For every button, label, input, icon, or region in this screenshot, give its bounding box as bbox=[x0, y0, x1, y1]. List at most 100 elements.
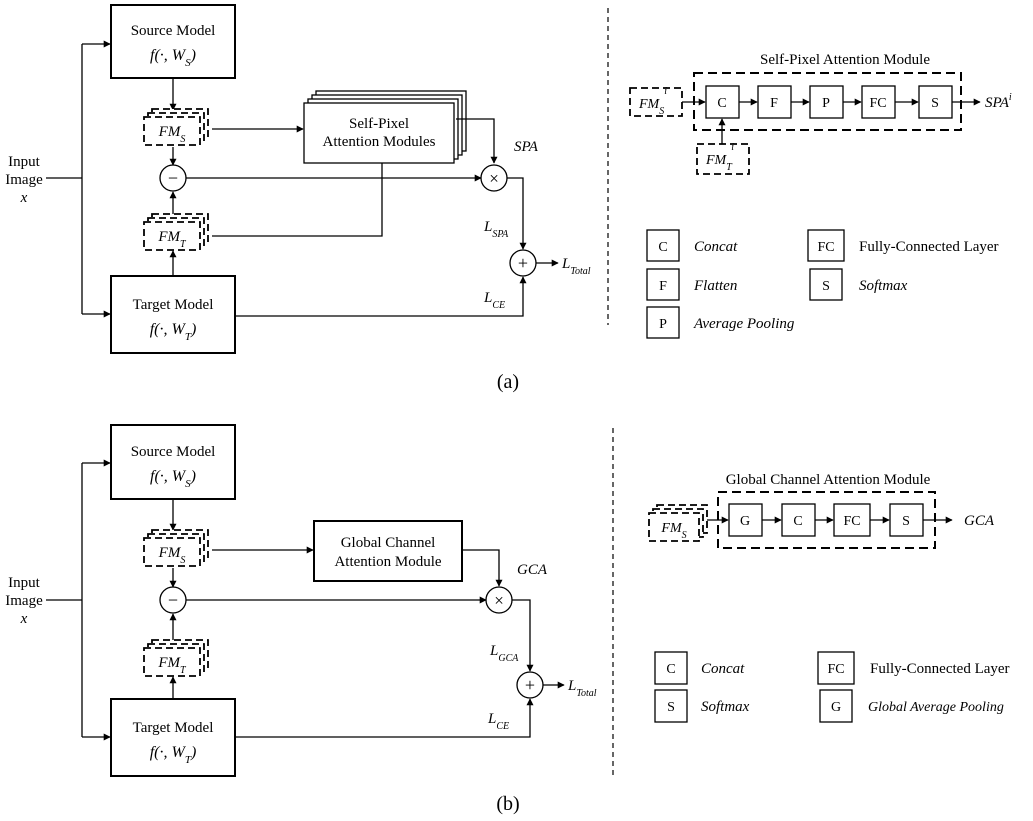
spa-block-f-label: F bbox=[770, 96, 778, 111]
spa-module-detail: Self-Pixel Attention Module FMSi C F P F… bbox=[629, 52, 1012, 175]
gca-block-g bbox=[728, 503, 763, 537]
gca-block-c-label: C bbox=[793, 514, 802, 529]
target-model-name: Target Model bbox=[133, 720, 214, 736]
gca-block-g-label: G bbox=[740, 514, 750, 529]
legend-b-symbol-s: S bbox=[667, 700, 675, 715]
target-model-name: Target Model bbox=[133, 297, 214, 313]
spa-input-target bbox=[696, 143, 750, 175]
spa-output-text: SPAi bbox=[985, 92, 1012, 111]
input-label-line-3: x bbox=[20, 190, 28, 206]
panel-b: Input Image x Source Model f(·, WS) FMS … bbox=[5, 424, 1010, 815]
legend-a-box-fc bbox=[807, 229, 845, 262]
source-model-box bbox=[110, 424, 236, 500]
legend-a-box-s bbox=[809, 268, 843, 301]
spa-block-p-label: P bbox=[822, 96, 830, 111]
legend-b-symbol-c: C bbox=[666, 662, 675, 677]
fm-target-to-attention-arrow bbox=[212, 156, 386, 237]
legend-a-symbol-c: C bbox=[658, 240, 667, 255]
source-model-name: Source Model bbox=[131, 444, 216, 460]
fm-source-label: FMS bbox=[158, 545, 186, 566]
input-label-line-2: Image bbox=[5, 172, 43, 188]
input-label-line-1: Input bbox=[8, 575, 40, 591]
legend-a-label-concat: Concat bbox=[694, 239, 738, 255]
attention-to-multiply-arrow bbox=[456, 118, 498, 164]
gca-output-text: GCA bbox=[964, 513, 995, 529]
input-label-line-1: Input bbox=[8, 154, 40, 170]
loss-gca-label: LGCA bbox=[489, 643, 519, 664]
multiply-symbol: × bbox=[489, 169, 499, 188]
fm-source-label: FMS bbox=[158, 124, 186, 145]
gca-block-c bbox=[781, 503, 816, 537]
multiply-symbol: × bbox=[494, 591, 504, 610]
source-model-name: Source Model bbox=[131, 23, 216, 39]
gca-module-detail: Global Channel Attention Module FMS G C … bbox=[648, 472, 995, 549]
source-model-box bbox=[110, 4, 236, 79]
legend-a: C Concat F Flatten P Average Pooling FC … bbox=[646, 229, 999, 339]
attention-modules-label-1: Self-Pixel bbox=[349, 116, 409, 132]
legend-b-symbol-fc: FC bbox=[827, 662, 844, 677]
legend-b-label-fc: Fully-Connected Layer bbox=[870, 661, 1010, 677]
gca-block-fc bbox=[833, 503, 871, 537]
input-label-line-3: x bbox=[20, 611, 28, 627]
fm-target-label: FMT bbox=[157, 229, 187, 250]
spa-module-title: Self-Pixel Attention Module bbox=[760, 52, 930, 68]
legend-b-box-c bbox=[654, 651, 688, 685]
target-to-add-arrow bbox=[235, 276, 527, 317]
subtract-symbol: − bbox=[168, 590, 178, 610]
fm-target-stack: FMT bbox=[143, 213, 209, 251]
caption-a: (a) bbox=[497, 371, 519, 393]
spa-block-s bbox=[918, 85, 953, 119]
legend-a-symbol-fc: FC bbox=[817, 240, 834, 255]
legend-b: C Concat S Softmax FC Fully-Connected La… bbox=[654, 651, 1010, 723]
legend-a-box-f bbox=[646, 268, 680, 301]
legend-a-symbol-f: F bbox=[659, 279, 667, 294]
legend-b-box-s bbox=[654, 689, 688, 723]
gca-input-stack-front bbox=[648, 512, 700, 542]
fm-source-stack: FMS bbox=[143, 108, 209, 146]
legend-a-symbol-p: P bbox=[659, 317, 667, 332]
gca-input-source-label: FMS bbox=[660, 521, 686, 541]
spa-input-source-label: FMSi bbox=[638, 86, 667, 117]
spa-block-c-label: C bbox=[717, 96, 726, 111]
gca-output-label: GCA bbox=[517, 562, 548, 578]
add-symbol: + bbox=[525, 675, 535, 695]
gca-module-label-2: Attention Module bbox=[334, 554, 441, 570]
target-model-function: f(·, WT) bbox=[150, 744, 197, 766]
fm-target-stack: FMT bbox=[143, 639, 209, 677]
spa-input-target-label: FMTi bbox=[705, 142, 734, 173]
legend-b-label-softmax: Softmax bbox=[701, 699, 750, 715]
panel-a: Input Image x Source Model f(·, WS) FMS … bbox=[5, 4, 1012, 393]
legend-b-label-concat: Concat bbox=[701, 661, 745, 677]
target-model-function: f(·, WT) bbox=[150, 321, 197, 343]
target-to-add-arrow bbox=[235, 698, 534, 738]
fm-source-stack: FMS bbox=[143, 529, 209, 567]
legend-b-label-gap: Global Average Pooling bbox=[868, 700, 1004, 715]
caption-b: (b) bbox=[496, 793, 519, 815]
loss-total-label: LTotal bbox=[567, 678, 597, 699]
legend-a-box-c bbox=[646, 229, 680, 262]
attention-to-multiply-arrow bbox=[462, 549, 503, 587]
legend-b-box-g bbox=[819, 689, 853, 723]
gca-block-s-label: S bbox=[902, 514, 910, 529]
legend-a-label-fc: Fully-Connected Layer bbox=[859, 239, 999, 255]
spa-input-source bbox=[629, 87, 683, 117]
loss-ce-label: LCE bbox=[487, 711, 509, 732]
input-label-line-2: Image bbox=[5, 593, 43, 609]
target-model-box bbox=[110, 275, 236, 354]
attention-modules-label-2: Attention Modules bbox=[323, 134, 436, 150]
spa-block-f bbox=[757, 85, 792, 119]
gca-module-box bbox=[313, 520, 463, 582]
loss-total-label: LTotal bbox=[561, 256, 591, 277]
spa-output-label: SPA bbox=[514, 139, 539, 155]
gca-module-label-1: Global Channel bbox=[341, 535, 436, 551]
multiply-to-add-arrow bbox=[512, 599, 534, 672]
gca-block-fc-label: FC bbox=[843, 514, 860, 529]
multiply-to-add-arrow bbox=[507, 177, 527, 250]
source-model-function: f(·, WS) bbox=[150, 468, 196, 490]
fm-target-label: FMT bbox=[157, 655, 187, 676]
legend-b-box-fc bbox=[817, 651, 855, 685]
source-model-function: f(·, WS) bbox=[150, 47, 196, 69]
legend-a-label-avg-pooling: Average Pooling bbox=[693, 316, 795, 332]
legend-b-symbol-g: G bbox=[831, 700, 841, 715]
spa-block-fc-label: FC bbox=[869, 96, 886, 111]
